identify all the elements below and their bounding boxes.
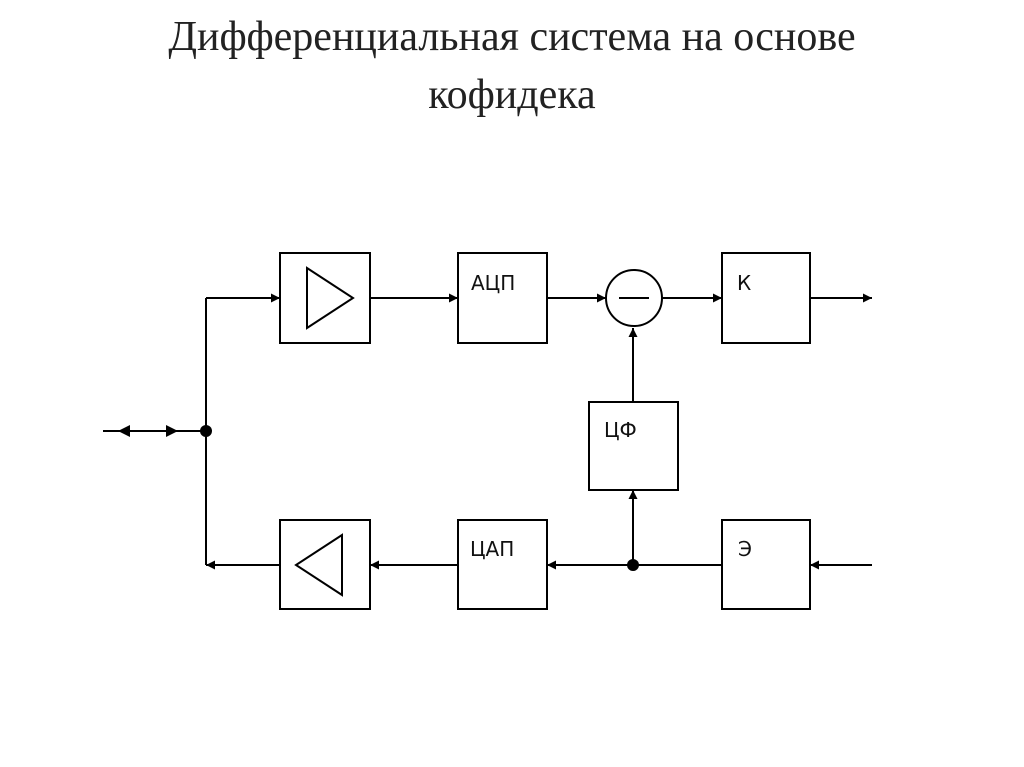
subtractor-node: [605, 269, 663, 327]
adc-label: АЦП: [471, 271, 515, 295]
dac-label: ЦАП: [470, 537, 514, 561]
junction-dot-left: [200, 425, 212, 437]
page-title: Дифференциальная система на основе кофид…: [0, 8, 1024, 124]
digital-filter-label: ЦФ: [604, 418, 637, 442]
dac-block: [457, 519, 548, 610]
coder-label: К: [737, 271, 751, 295]
expander-label: Э: [738, 537, 752, 561]
amplifier-tx-block: [279, 252, 371, 344]
title-line-1: Дифференциальная система на основе: [168, 14, 856, 60]
adc-block: [457, 252, 548, 344]
title-line-2: кофидека: [428, 72, 596, 118]
triangle-left-icon: [294, 533, 343, 597]
coder-block: [721, 252, 811, 344]
io-arrows: [118, 425, 178, 437]
expander-block: [721, 519, 811, 610]
triangle-right-icon: [306, 266, 355, 330]
amplifier-rx-block: [279, 519, 371, 610]
junction-dot-feedback: [627, 559, 639, 571]
digital-filter-block: [588, 401, 679, 491]
